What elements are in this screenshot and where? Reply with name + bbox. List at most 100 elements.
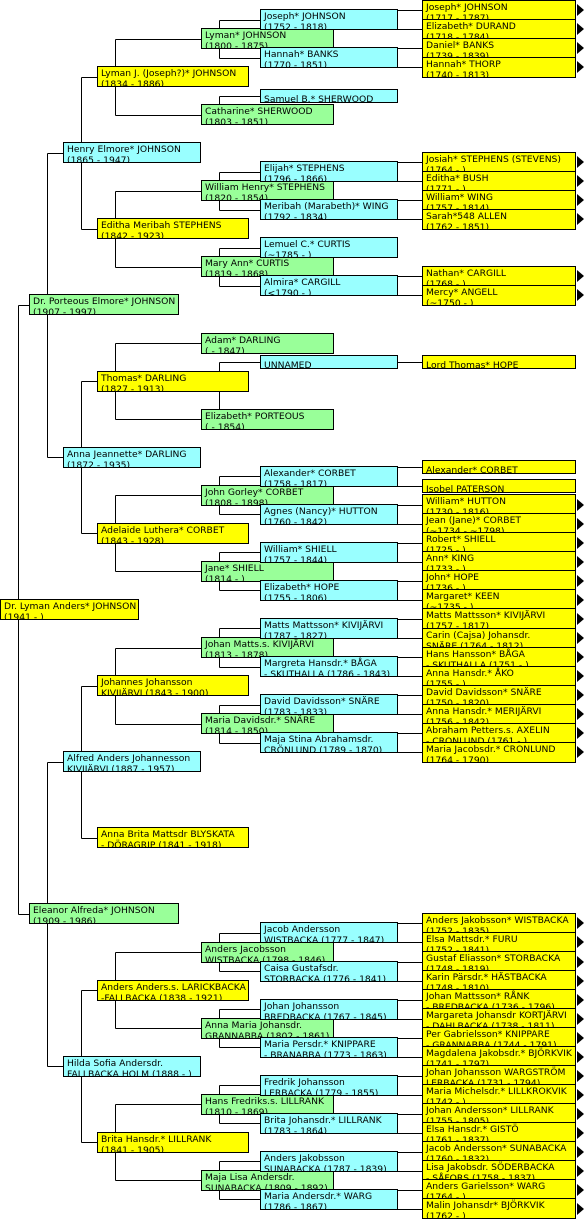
- person-box[interactable]: Maria Davidsdr.* SNÄRE(1814 - 1850): [201, 713, 334, 734]
- person-box[interactable]: Anna Hansdr.* ÅKO(1755 - ): [422, 666, 576, 687]
- person-box[interactable]: Meribah (Marabeth)* WING(1792 - 1834): [260, 199, 398, 220]
- expand-arrow-icon[interactable]: [577, 1203, 584, 1215]
- expand-arrow-icon[interactable]: [577, 61, 584, 73]
- person-box[interactable]: David Davidsson* SNÄRE(1783 - 1833): [260, 694, 398, 715]
- expand-arrow-icon[interactable]: [577, 917, 584, 929]
- expand-arrow-icon[interactable]: [577, 1070, 584, 1082]
- person-box[interactable]: John* HOPE(1736 - ): [422, 570, 576, 591]
- person-box[interactable]: Joseph* JOHNSON(1717 - 1787): [422, 0, 576, 21]
- person-box[interactable]: Elijah* STEPHENS(1796 - 1866): [260, 161, 398, 182]
- expand-arrow-icon[interactable]: [577, 975, 584, 987]
- expand-arrow-icon[interactable]: [577, 518, 584, 530]
- person-box[interactable]: Ann* KING(1733 - ): [422, 551, 576, 572]
- person-box[interactable]: William* SHIELL(1757 - 1844): [260, 542, 398, 563]
- person-box[interactable]: Daniel* BANKS(1739 - 1839): [422, 38, 576, 59]
- person-box[interactable]: Sarah*548 ALLEN(1762 - 1851): [422, 209, 576, 230]
- person-box[interactable]: Matts Mattsson* KIVIJÄRVI(1787 - 1827): [260, 618, 398, 639]
- expand-arrow-icon[interactable]: [577, 594, 584, 606]
- person-box[interactable]: Josiah* STEPHENS (STEVENS)(1764 - ): [422, 152, 576, 173]
- person-box[interactable]: Abraham Petters.s. AXELIN- CRONLUND (176…: [422, 723, 576, 744]
- person-box[interactable]: Margaret* KEEN(~1735 - ): [422, 589, 576, 610]
- person-box[interactable]: Samuel B.* SHERWOOD: [260, 89, 398, 103]
- person-box[interactable]: Jacob Andersson* SUNABACKA(1760 - 1832): [422, 1141, 576, 1162]
- expand-arrow-icon[interactable]: [577, 1051, 584, 1063]
- person-box[interactable]: William* WING(1757 - 1814): [422, 190, 576, 211]
- person-box[interactable]: Adam* DARLING( - 1847): [201, 333, 334, 354]
- person-box[interactable]: Lemuel C.* CURTIS(~1785 - ): [260, 237, 398, 258]
- person-box[interactable]: Anders Anders.s. LARICKBACKA-FALLBACKA (…: [97, 980, 249, 1001]
- person-box[interactable]: Agnes (Nancy)* HUTTON(1760 - 1842): [260, 504, 398, 525]
- expand-arrow-icon[interactable]: [577, 746, 584, 758]
- person-box[interactable]: Anna Maria Johansdr.GRANNABBA (1802 - 18…: [201, 1018, 334, 1039]
- expand-arrow-icon[interactable]: [577, 156, 584, 168]
- person-box[interactable]: UNNAMED: [260, 355, 398, 369]
- person-box[interactable]: Johan Mattsson* RÅNK- BREDBACKA (1736 - …: [422, 989, 576, 1010]
- expand-arrow-icon[interactable]: [577, 23, 584, 35]
- person-box[interactable]: Dr. Lyman Anders* JOHNSON(1941 - ): [0, 599, 139, 620]
- person-box[interactable]: Gustaf Eliasson* STORBACKA(1748 - 1819): [422, 951, 576, 972]
- person-box[interactable]: Hans Hansson* BÅGA- SKUTHALLA (1751 - ): [422, 647, 576, 668]
- person-box[interactable]: Maja Lisa Andersdr.SUNABACKA (1809 - 189…: [201, 1170, 334, 1191]
- person-box[interactable]: Per Gabrielsson* KNIPPARE- GRANNABBA (17…: [422, 1027, 576, 1048]
- person-box[interactable]: Isobel PATERSON: [422, 479, 576, 493]
- person-box[interactable]: William Henry* STEPHENS(1820 - 1854): [201, 180, 334, 201]
- person-box[interactable]: Alexander* CORBET: [422, 460, 576, 474]
- person-box[interactable]: Margreta Hansdr.* BÅGA- SKUTHALLA (1786 …: [260, 656, 398, 677]
- expand-arrow-icon[interactable]: [577, 4, 584, 16]
- expand-arrow-icon[interactable]: [577, 1184, 584, 1196]
- expand-arrow-icon[interactable]: [577, 270, 584, 282]
- person-box[interactable]: Malin Johansdr* BJÖRKVIK(1762 - ): [422, 1198, 576, 1219]
- expand-arrow-icon[interactable]: [577, 613, 584, 625]
- person-box[interactable]: Margareta Johansdr KORTJÄRVI- DAHLBACKA …: [422, 1008, 576, 1029]
- expand-arrow-icon[interactable]: [577, 708, 584, 720]
- person-box[interactable]: Maria Jacobsdr.* CRONLUND(1764 - 1790): [422, 742, 576, 763]
- expand-arrow-icon[interactable]: [577, 651, 584, 663]
- person-box[interactable]: Anna Jeannette* DARLING(1872 - 1935): [63, 447, 201, 468]
- person-box[interactable]: Eleanor Alfreda* JOHNSON(1909 - 1986): [29, 903, 179, 924]
- person-box[interactable]: Brita Johansdr.* LILLRANK(1783 - 1864): [260, 1113, 398, 1134]
- expand-arrow-icon[interactable]: [577, 1127, 584, 1139]
- person-box[interactable]: Elsa Mattsdr.* FURU(1752 - 1841): [422, 932, 576, 953]
- expand-arrow-icon[interactable]: [577, 537, 584, 549]
- expand-arrow-icon[interactable]: [577, 936, 584, 948]
- person-box[interactable]: Hilda Sofia Andersdr.FALLBACKA HOLM (188…: [63, 1056, 201, 1077]
- expand-arrow-icon[interactable]: [577, 1165, 584, 1177]
- person-box[interactable]: Jean (Jane)* CORBET(~1734 - ~1798): [422, 513, 576, 534]
- person-box[interactable]: Maria Michelsdr.* LILLKROKVIK(1742 - ): [422, 1084, 576, 1105]
- person-box[interactable]: Lyman J. (Joseph?)* JOHNSON(1834 - 1886): [97, 66, 249, 87]
- person-box[interactable]: Elsa Hansdr.* GISTÖ(1761 - 1837): [422, 1122, 576, 1143]
- expand-arrow-icon[interactable]: [577, 1032, 584, 1044]
- person-box[interactable]: Maja Stina Abrahamsdr.CRÖNLUND (1789 - 1…: [260, 732, 398, 753]
- person-box[interactable]: Magdalena Jakobsdr.* BJÖRKVIK(1741 - 179…: [422, 1046, 576, 1067]
- person-box[interactable]: Johan Matts.s. KIVIJÄRVI(1813 - 1878): [201, 637, 334, 658]
- expand-arrow-icon[interactable]: [577, 1108, 584, 1120]
- person-box[interactable]: Elizabeth* PORTEOUS( - 1854): [201, 409, 334, 430]
- expand-arrow-icon[interactable]: [577, 175, 584, 187]
- expand-arrow-icon[interactable]: [577, 670, 584, 682]
- person-box[interactable]: Anders Jakobsson* WISTBACKA(1752 - 1835): [422, 913, 576, 934]
- person-box[interactable]: Hans Fredriks.s. LILLRANK(1810 - 1869): [201, 1094, 334, 1115]
- person-box[interactable]: Nathan* CARGILL(1768 - ): [422, 266, 576, 287]
- person-box[interactable]: Maria Andersdr.* WARG(1786 - 1867): [260, 1189, 398, 1210]
- person-box[interactable]: Alexander* CORBET(1758 - 1817): [260, 466, 398, 487]
- expand-arrow-icon[interactable]: [577, 575, 584, 587]
- person-box[interactable]: Editha* BUSH(1771 - ): [422, 171, 576, 192]
- person-box[interactable]: Anna Brita Mattsdr BLYSKATA- DÖRAGRIP (1…: [97, 827, 249, 848]
- person-box[interactable]: Caisa Gustafsdr.STORBACKA (1776 - 1841): [260, 961, 398, 982]
- person-box[interactable]: Dr. Porteous Elmore* JOHNSON(1907 - 1997…: [29, 294, 179, 315]
- person-box[interactable]: Elizabeth* HOPE(1755 - 1806): [260, 580, 398, 601]
- person-box[interactable]: Jane* SHIELL(1814 - ): [201, 561, 334, 582]
- person-box[interactable]: Karin Pärsdr.* HÄSTBACKA(1748 - 1810): [422, 970, 576, 991]
- person-box[interactable]: Anders Garielsson* WARG(1764 - ): [422, 1179, 576, 1200]
- person-box[interactable]: Anna Hansdr.* MERIJÄRVI(1756 - 1842): [422, 704, 576, 725]
- expand-arrow-icon[interactable]: [577, 289, 584, 301]
- expand-arrow-icon[interactable]: [577, 42, 584, 54]
